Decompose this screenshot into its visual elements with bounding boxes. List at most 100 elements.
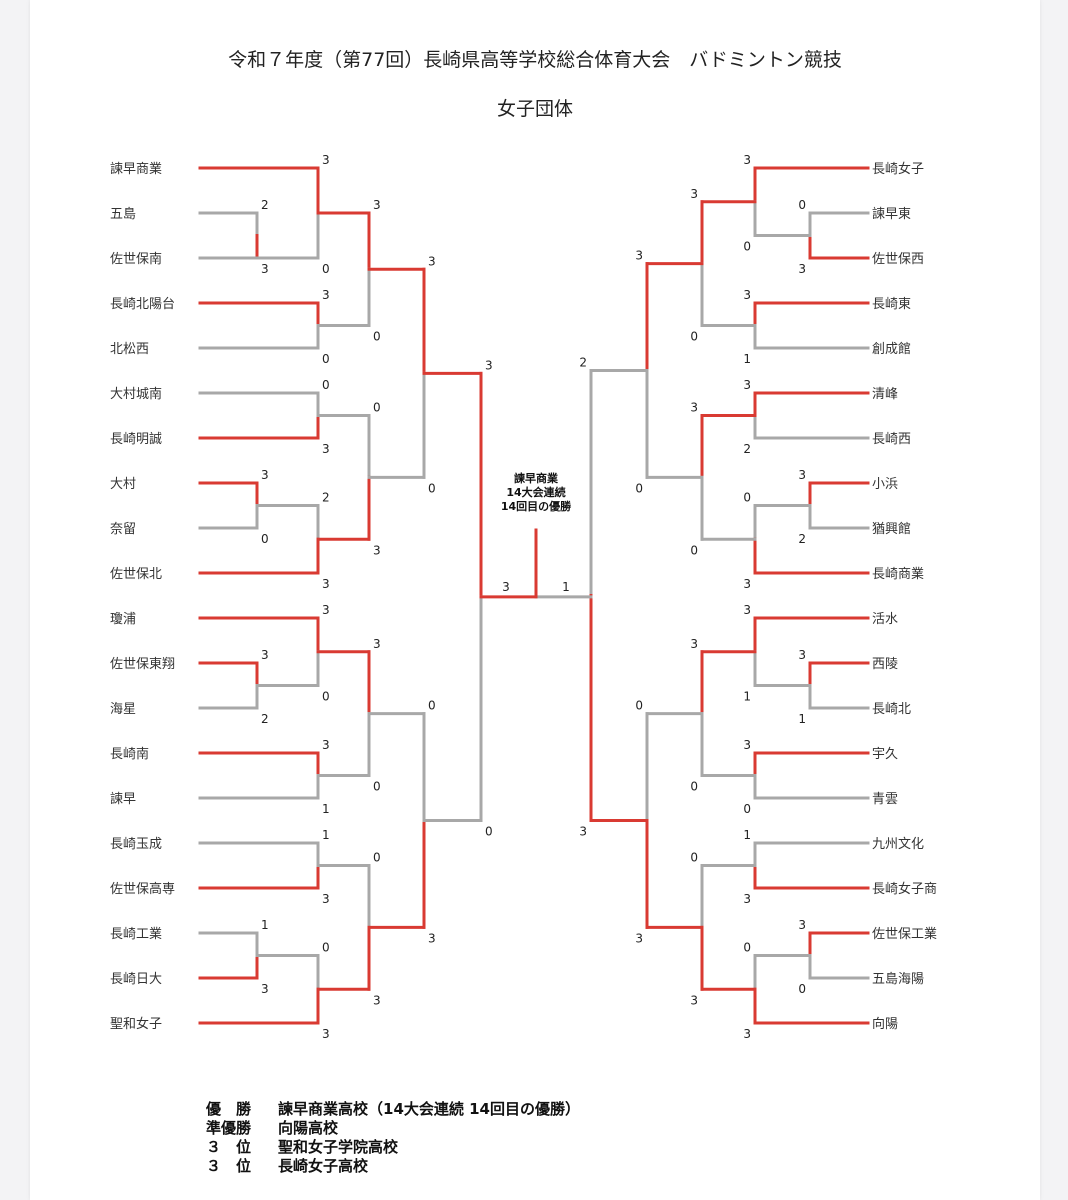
team-name: 諫早 (110, 791, 136, 807)
team-name: 海星 (110, 702, 136, 717)
match-score: 0 (322, 378, 330, 392)
match-score: 1 (743, 352, 751, 366)
team-name: 長崎西 (872, 432, 911, 447)
match-score: 0 (690, 330, 698, 344)
match-score: 3 (690, 187, 698, 201)
match-score: 3 (428, 254, 436, 268)
match-score: 0 (322, 262, 330, 276)
match-score: 3 (690, 993, 698, 1007)
match-score: 3 (373, 198, 381, 212)
final-score-right: 1 (562, 580, 570, 594)
match-score: 0 (373, 851, 381, 865)
team-name: 西陵 (872, 657, 898, 672)
page-subtitle: 女子団体 (497, 98, 573, 120)
team-name: 長崎工業 (110, 926, 162, 942)
match-score: 0 (690, 543, 698, 557)
match-score: 3 (428, 931, 436, 945)
page-title: 令和７年度（第77回）長崎県高等学校総合体育大会 バドミントン競技 (228, 49, 842, 71)
team-name: 宇久 (872, 747, 898, 762)
match-score: 0 (373, 780, 381, 794)
result-label: 準優勝 (206, 1119, 252, 1137)
match-score: 3 (261, 982, 269, 996)
team-name: 猶興館 (872, 522, 911, 537)
match-score: 3 (690, 401, 698, 415)
team-name: 聖和女子 (110, 1016, 162, 1032)
match-score: 0 (690, 851, 698, 865)
team-name: 長崎商業 (872, 566, 924, 582)
result-value: 長崎女子高校 (278, 1157, 369, 1175)
match-score: 3 (743, 603, 751, 617)
match-score: 0 (743, 240, 751, 254)
match-score: 3 (261, 262, 269, 276)
team-name: 佐世保高専 (110, 881, 175, 897)
match-score: 2 (322, 491, 330, 505)
team-name: 大村城南 (110, 386, 162, 402)
team-name: 長崎北陽台 (110, 297, 175, 312)
bracket-lines (198, 166, 870, 1025)
team-name: 諫早商業 (110, 161, 162, 177)
match-score: 0 (743, 802, 751, 816)
match-score: 3 (261, 468, 269, 482)
match-score: 3 (798, 468, 806, 482)
match-score: 3 (261, 648, 269, 662)
match-score: 3 (322, 1027, 330, 1041)
match-score: 3 (690, 637, 698, 651)
match-score: 3 (579, 825, 587, 839)
match-score: 3 (743, 738, 751, 752)
match-score: 3 (743, 288, 751, 302)
match-score: 2 (579, 356, 587, 370)
match-score: 0 (690, 780, 698, 794)
bracket-labels: 諫早商業五島佐世保南長崎北陽台北松西大村城南長崎明誠大村奈留佐世保北瓊浦佐世保東… (110, 153, 937, 1041)
match-score: 1 (798, 712, 806, 726)
match-score: 0 (373, 330, 381, 344)
final-score-left: 3 (502, 580, 510, 594)
champion-note: 14大会連続 (506, 485, 565, 499)
result-row: ３ 位長崎女子高校 (206, 1157, 580, 1176)
match-score: 3 (373, 637, 381, 651)
team-name: 佐世保東翔 (110, 656, 175, 672)
match-score: 0 (635, 699, 643, 713)
team-name: 長崎北 (872, 702, 911, 717)
team-name: 向陽 (872, 1016, 898, 1032)
match-score: 2 (743, 442, 751, 456)
team-name: 長崎南 (110, 746, 149, 762)
result-label: ３ 位 (206, 1138, 252, 1156)
match-score: 1 (743, 828, 751, 842)
match-score: 0 (428, 481, 436, 495)
team-name: 佐世保西 (872, 252, 924, 267)
match-score: 3 (322, 892, 330, 906)
match-score: 0 (743, 941, 751, 955)
match-score: 3 (743, 1027, 751, 1041)
match-score: 3 (743, 577, 751, 591)
result-row: 優 勝諫早商業高校（14大会連続 14回目の優勝） (206, 1100, 580, 1119)
match-score: 1 (322, 828, 330, 842)
match-score: 3 (373, 993, 381, 1007)
match-score: 3 (635, 249, 643, 263)
team-name: 長崎女子 (872, 161, 924, 177)
match-score: 1 (261, 918, 269, 932)
team-name: 長崎明誠 (110, 432, 162, 447)
match-score: 3 (322, 442, 330, 456)
match-score: 0 (635, 481, 643, 495)
match-score: 3 (322, 288, 330, 302)
team-name: 清峰 (872, 387, 898, 402)
match-score: 2 (798, 532, 806, 546)
match-score: 0 (798, 198, 806, 212)
team-name: 九州文化 (872, 837, 924, 852)
result-row: ３ 位 聖和女子学院高校 (206, 1138, 580, 1157)
match-score: 3 (798, 262, 806, 276)
champion-note: 諫早商業 (514, 471, 559, 485)
team-name: 青雲 (872, 792, 898, 807)
match-score: 3 (485, 358, 493, 372)
match-score: 3 (322, 738, 330, 752)
team-name: 長崎東 (872, 296, 911, 312)
result-value: 聖和女子学院高校 (278, 1138, 399, 1156)
match-score: 0 (373, 401, 381, 415)
team-name: 活水 (872, 612, 898, 627)
match-score: 3 (635, 931, 643, 945)
match-score: 0 (743, 491, 751, 505)
team-name: 瓊浦 (110, 612, 136, 627)
match-score: 3 (322, 577, 330, 591)
match-score: 3 (798, 648, 806, 662)
team-name: 大村 (110, 477, 136, 492)
